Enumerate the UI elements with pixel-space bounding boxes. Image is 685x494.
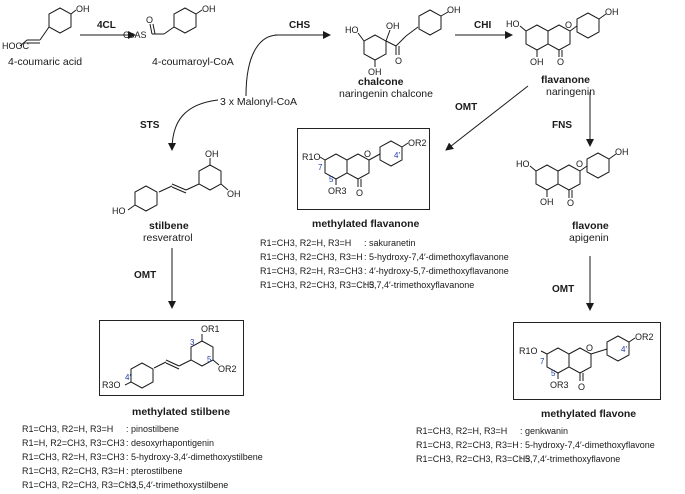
group-r1o: R1O — [519, 346, 538, 356]
flavone-structure — [529, 152, 617, 198]
flavone-ho: HO — [516, 159, 530, 169]
methylated-stilbene-box: OR1 OR2 R3O 3 5 4′ — [99, 320, 244, 396]
flavanone-subname: naringenin — [546, 86, 596, 98]
stilbene-oh-top: OH — [205, 149, 219, 159]
coumaric-acid-hooc: HOOC — [2, 41, 29, 51]
malonyl-coa-label: 3 x Malonyl-CoA — [220, 96, 298, 108]
flavanone-derivative-row: R1=CH3, R2=H, R3=H: sakuranetin — [260, 238, 416, 248]
enzyme-fns: FNS — [552, 120, 572, 131]
coumaroyl-coa-name: 4-coumaroyl-CoA — [152, 56, 234, 68]
position-3: 3 — [190, 338, 195, 347]
stilbene-derivative-row: R1=CH3, R2=H, R3=H: pinostilbene — [22, 424, 180, 434]
enzyme-omt-flavone: OMT — [552, 284, 575, 295]
chalcone-ketone: O — [395, 56, 403, 66]
flavanone-structure — [519, 12, 607, 57]
methylated-stilbene-structure — [124, 334, 220, 389]
ring-oxygen: O — [586, 343, 594, 353]
group-or2: OR2 — [218, 364, 237, 374]
enzyme-4cl: 4CL — [97, 20, 116, 31]
coumaroyl-coa-o: O — [146, 15, 154, 25]
stilbene-derivative-row: R1=CH3, R2=H, R3=CH3: 5-hydroxy-3,4′-dim… — [22, 452, 263, 462]
position-5: 5 — [207, 355, 212, 364]
position-4prime: 4′ — [394, 151, 400, 160]
flavanone-oh-bottom: OH — [530, 57, 544, 67]
chalcone-oh-bottom: OH — [368, 67, 382, 77]
arrow-malonyl-to-chs — [245, 34, 279, 97]
position-4prime: 4′ — [621, 345, 627, 354]
stilbene-subname: resveratrol — [143, 232, 193, 244]
enzyme-omt-stilbene: OMT — [134, 270, 157, 281]
group-or2: OR2 — [408, 138, 427, 148]
flavanone-ring-o: O — [565, 20, 573, 30]
flavanone-ho: HO — [506, 19, 520, 29]
flavanone-ketone: O — [557, 57, 565, 67]
flavone-derivative-row: R1=CH3, R2=CH3, R3=CH3: 5,7,4′-trimethox… — [416, 454, 621, 464]
flavone-oh-ring-b: OH — [615, 147, 629, 157]
flavanone-derivative-row: R1=CH3, R2=CH3, R3=H: 5-hydroxy-7,4′-dim… — [260, 252, 509, 262]
group-ketone-o: O — [356, 188, 364, 198]
methylated-flavanone-box: R1O OR2 OR3 O O 7 5 4′ — [297, 128, 430, 210]
chalcone-name: chalcone — [358, 76, 404, 88]
ring-oxygen: O — [364, 149, 372, 159]
flavone-ring-o: O — [576, 159, 584, 169]
flavone-derivative-row: R1=CH3, R2=H, R3=H: genkwanin — [416, 426, 569, 436]
stilbene-structure — [127, 158, 229, 212]
arrow-sts — [168, 99, 219, 151]
group-or1: OR1 — [201, 324, 220, 334]
methylated-flavone-title: methylated flavone — [541, 408, 637, 420]
stilbene-ho: HO — [112, 206, 126, 216]
stilbene-name: stilbene — [149, 220, 189, 232]
position-5: 5 — [551, 369, 556, 378]
methylated-flavone-box: R1O OR2 OR3 O O 7 5 4′ — [513, 322, 661, 400]
coumaric-acid-oh: OH — [76, 4, 90, 14]
stilbene-derivative-row: R1=CH3, R2=CH3, R3=H: pterostilbene — [22, 466, 183, 476]
group-or3: OR3 — [550, 380, 569, 390]
chalcone-ho: HO — [345, 25, 359, 35]
flavanone-oh-ring-b: OH — [605, 7, 619, 17]
group-r3o: R3O — [102, 380, 121, 390]
chalcone-oh-ring-b: OH — [447, 5, 461, 15]
group-r1o: R1O — [302, 152, 321, 162]
flavanone-derivative-row: R1=CH3, R2=H, R3=CH3: 4′-hydroxy-5,7-dim… — [260, 266, 509, 276]
chalcone-structure — [357, 9, 449, 67]
arrow-omt-flavanone — [445, 85, 529, 151]
methylated-stilbene-title: methylated stilbene — [132, 406, 231, 418]
stilbene-derivative-row: R1=CH3, R2=CH3, R3=CH3: 3,5,4′-trimethox… — [22, 480, 229, 490]
group-or2: OR2 — [635, 332, 654, 342]
coumaroyl-coa-coas: CoAS — [123, 30, 147, 40]
flavone-subname: apigenin — [569, 232, 609, 244]
stilbene-derivative-row: R1=H, R2=CH3, R3=CH3: desoxyrhapontigeni… — [22, 438, 215, 448]
flavone-oh-bottom: OH — [540, 197, 554, 207]
group-or3: OR3 — [328, 186, 347, 196]
flavone-derivative-row: R1=CH3, R2=CH3, R3=H: 5-hydroxy-7,4′-dim… — [416, 440, 655, 450]
position-5: 5 — [329, 175, 334, 184]
enzyme-chi: CHI — [474, 20, 492, 31]
coumaric-acid-structure — [19, 7, 77, 47]
methylated-flavanone-structure — [319, 140, 409, 187]
position-7: 7 — [318, 163, 323, 172]
position-4prime: 4′ — [125, 373, 131, 382]
enzyme-chs: CHS — [289, 20, 311, 31]
methylated-flavone-structure — [540, 335, 636, 381]
flavanone-derivative-row: R1=CH3, R2=CH3, R3=CH3: 5,7,4′-trimethox… — [260, 280, 475, 290]
enzyme-sts: STS — [140, 120, 160, 131]
enzyme-omt-flavanone: OMT — [455, 102, 478, 113]
flavone-name: flavone — [572, 220, 609, 232]
group-ketone-o: O — [578, 382, 586, 392]
coumaroyl-coa-structure — [149, 7, 203, 35]
flavanone-name: flavanone — [541, 74, 591, 86]
chalcone-subname: naringenin chalcone — [339, 88, 433, 100]
stilbene-oh-right: OH — [227, 189, 241, 199]
coumaric-acid-name: 4-coumaric acid — [8, 56, 83, 68]
methylated-flavanone-title: methylated flavanone — [312, 218, 420, 230]
position-7: 7 — [540, 357, 545, 366]
flavone-ketone: O — [567, 198, 575, 208]
chalcone-oh-top: OH — [386, 21, 400, 31]
coumaroyl-coa-oh: OH — [202, 4, 216, 14]
